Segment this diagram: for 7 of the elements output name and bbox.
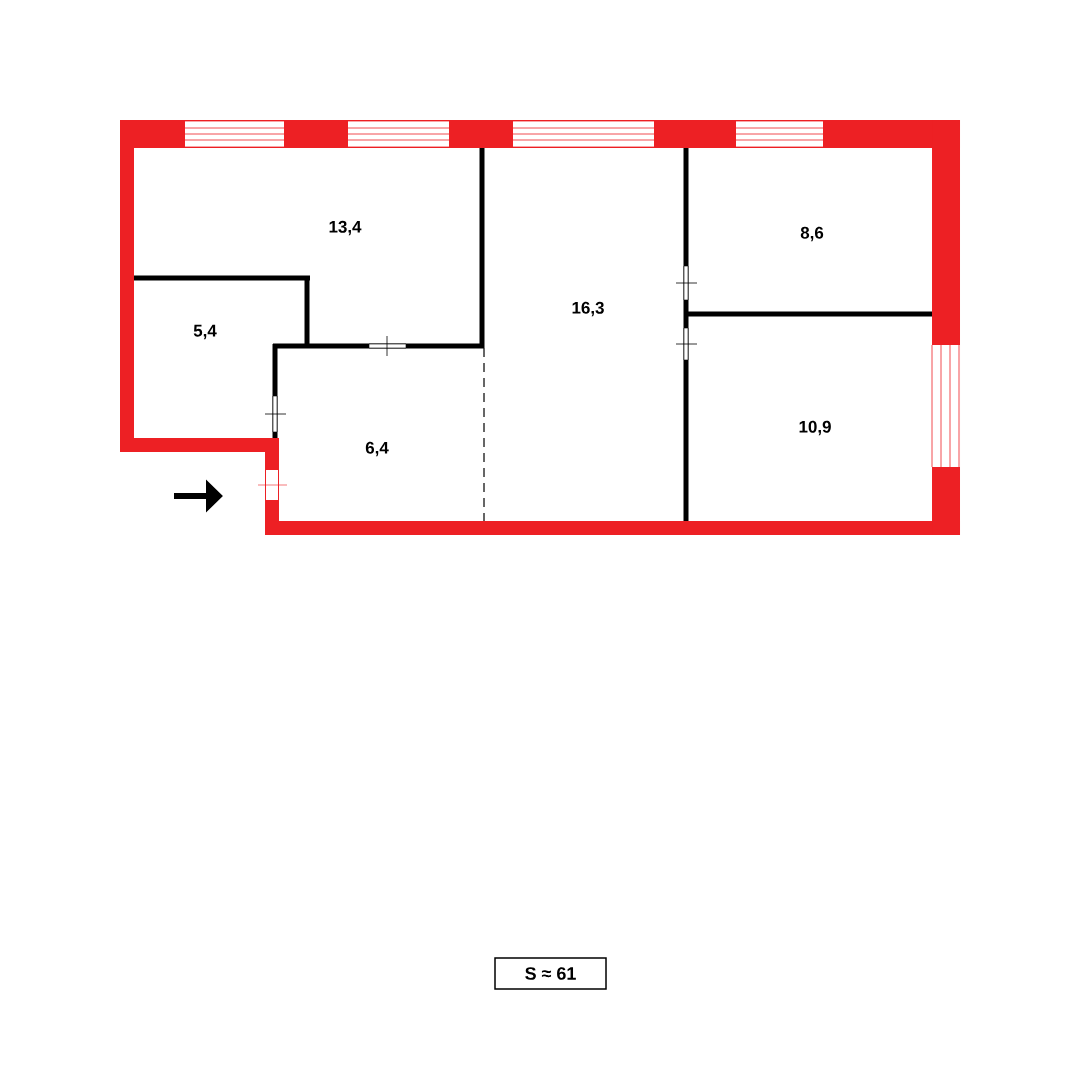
room-area-label: 6,4 bbox=[365, 441, 389, 457]
room-area-label: 13,4 bbox=[329, 220, 362, 236]
room-area-label: 8,6 bbox=[800, 226, 824, 242]
area-box: S ≈ 61 bbox=[494, 957, 607, 990]
room-area-label: 10,9 bbox=[799, 420, 831, 436]
room-area-label: 5,4 bbox=[193, 324, 217, 340]
room-area-label: 16,3 bbox=[572, 301, 604, 317]
